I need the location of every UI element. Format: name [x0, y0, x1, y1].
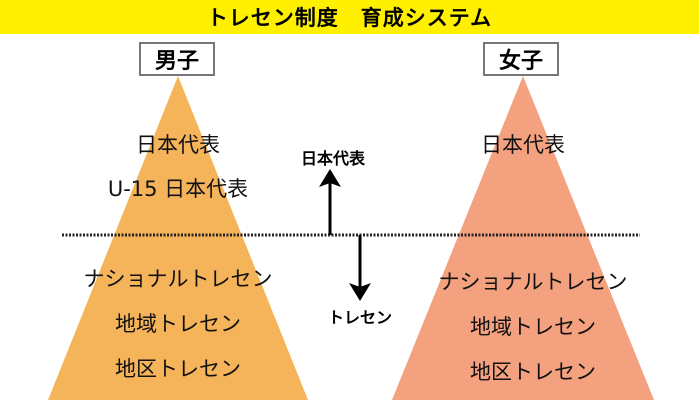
title-banner: トレセン制度 育成システム	[0, 0, 699, 34]
girls-pyramid	[392, 76, 654, 400]
up-arrow-head-icon	[319, 169, 341, 187]
up-arrow-label: 日本代表	[300, 149, 366, 168]
boys-level: ナショナルトレセン	[83, 267, 273, 291]
boys-level: 地区トレセン	[115, 357, 241, 381]
boys-pyramid	[48, 76, 308, 400]
girls-level: ナショナルトレセン	[438, 270, 628, 294]
down-arrow-label: トレセン	[327, 308, 393, 327]
boys-level: U-15 日本代表	[107, 177, 249, 201]
girls-label: 女子	[483, 42, 559, 76]
down-arrow-head-icon	[349, 283, 371, 301]
boys-level: 日本代表	[136, 133, 220, 157]
girls-level: 日本代表	[481, 133, 565, 157]
boys-label: 男子	[139, 42, 215, 76]
girls-level: 地区トレセン	[470, 360, 596, 384]
boys-level: 地域トレセン	[115, 312, 241, 336]
girls-level: 地域トレセン	[470, 315, 596, 339]
